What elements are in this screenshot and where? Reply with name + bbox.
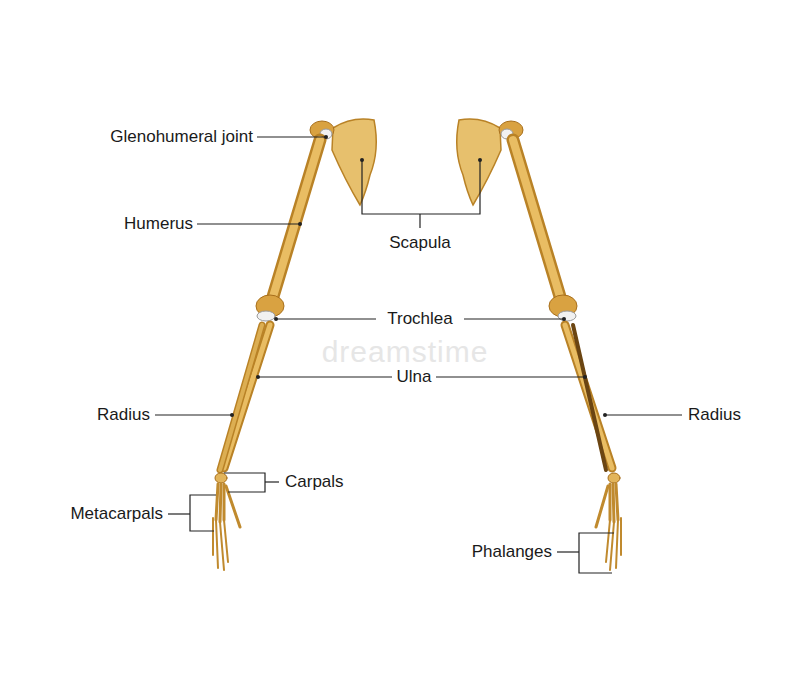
part-label: Glenohumeral joint <box>110 127 253 147</box>
scapula-bone <box>457 119 501 205</box>
part-label: Metacarpals <box>70 504 163 524</box>
leader-dots <box>230 135 607 417</box>
trochlea-cartilage <box>257 311 275 321</box>
hand-bones <box>596 473 621 570</box>
part-label: Ulna <box>397 367 432 387</box>
part-label: Radius <box>97 405 150 425</box>
humerus-bone <box>513 140 561 300</box>
part-label: Phalanges <box>472 542 552 562</box>
part-label: Humerus <box>124 214 193 234</box>
ulna-bone <box>220 325 262 470</box>
watermark: dreamstime <box>322 342 489 362</box>
part-label: Trochlea <box>387 309 453 329</box>
radius-bone <box>224 325 270 468</box>
humerus-bone <box>272 140 320 300</box>
part-label: Carpals <box>285 472 344 492</box>
humerus-bone <box>513 140 561 300</box>
radius-bone <box>224 325 270 468</box>
scapula-bone <box>332 119 376 205</box>
leader-lines <box>155 137 682 573</box>
hand-bones <box>213 473 240 570</box>
ulna-bone <box>573 325 606 470</box>
ulna-bone <box>220 325 262 470</box>
humerus-bone <box>272 140 320 300</box>
part-label: Radius <box>688 405 741 425</box>
part-label: Scapula <box>389 233 450 253</box>
